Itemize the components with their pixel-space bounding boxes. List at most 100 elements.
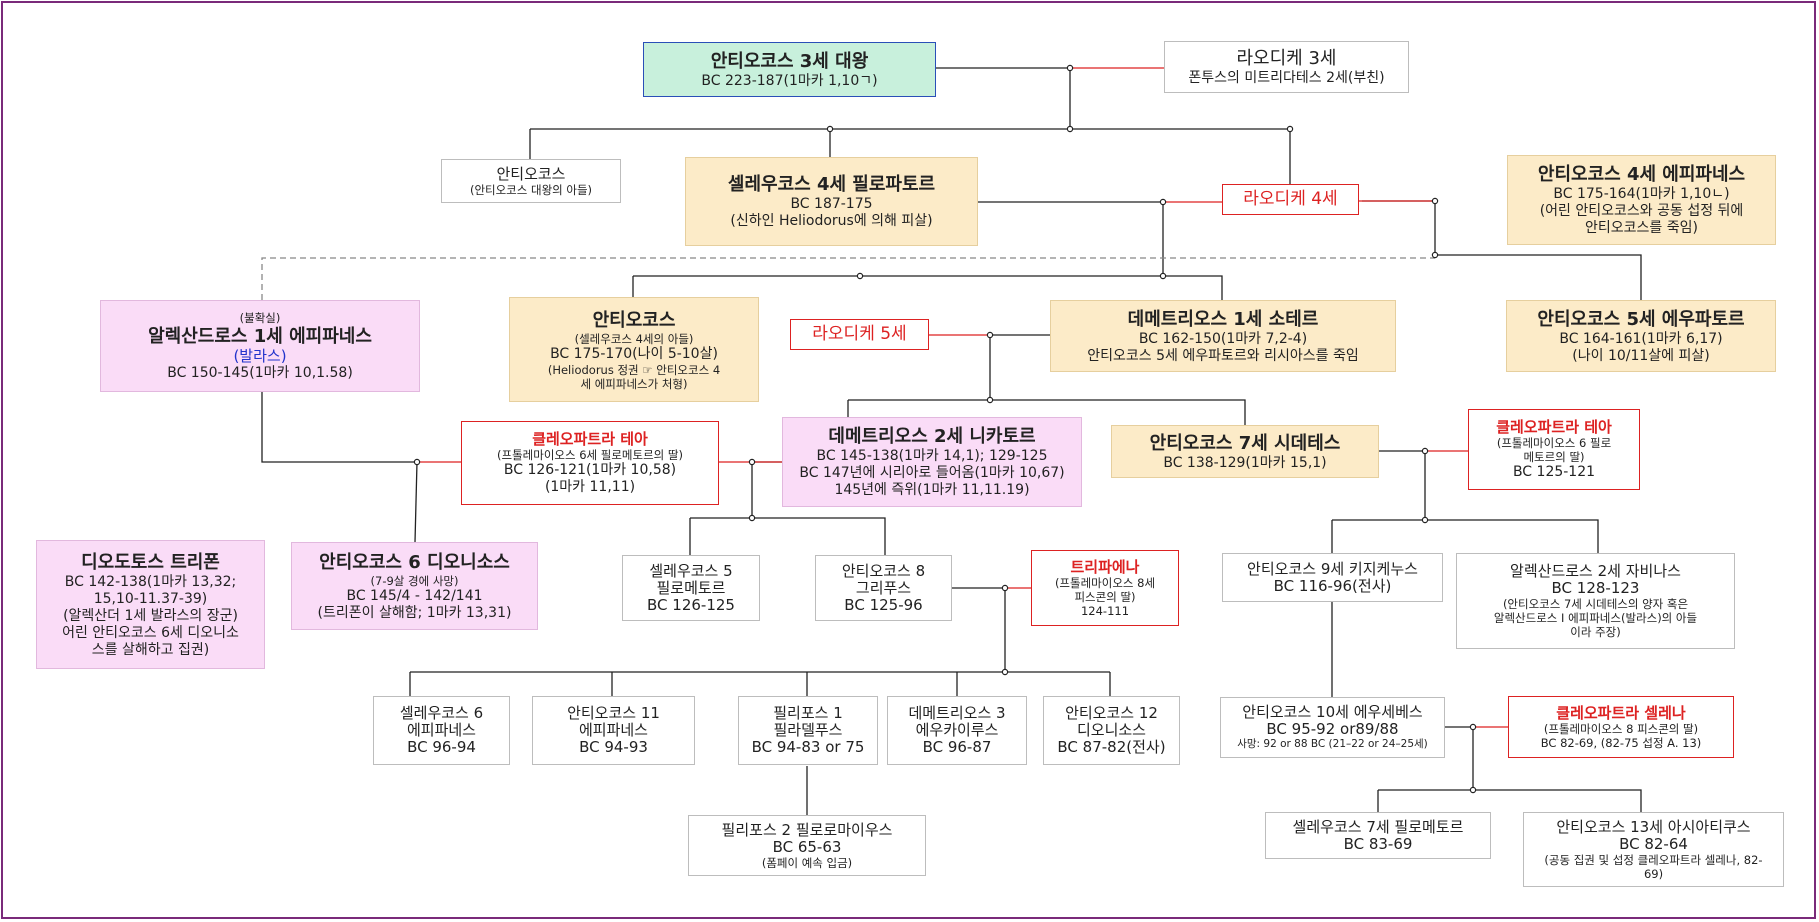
- node-diodotus-tryphon: 디오도토스 트리폰 BC 142-138(1마카 13,32; 15,10-11…: [36, 540, 265, 669]
- node-cleopatra-selene: 클레오파트라 셀레나 (프톨레마이오스 8 피스콘의 딸) BC 82-69, …: [1508, 696, 1734, 758]
- node-detail: 폰투스의 미트리다테스 2세(부친): [1188, 69, 1385, 86]
- node-antiochus-3: 안티오코스 3세 대왕 BC 223-187(1마카 1,10ㄱ): [643, 42, 936, 97]
- node-name: 필라델푸스: [773, 721, 843, 739]
- node-detail: BC 126-121(1마카 10,58): [503, 461, 677, 478]
- node-cleopatra-thea-1: 클레오파트라 테아 (프톨레마이오스 6세 필로메토르의 딸) BC 126-1…: [461, 421, 719, 505]
- node-detail: (프톨레마이오스 6 필로: [1496, 435, 1612, 450]
- node-laodice-3: 라오디케 3세 폰투스의 미트리다테스 2세(부친): [1164, 41, 1409, 93]
- node-detail: (7-9살 경에 사망): [370, 573, 459, 588]
- node-antiochus-7: 안티오코스 7세 시데테스 BC 138-129(1마카 15,1): [1111, 425, 1379, 478]
- node-name: 라오디케 3세: [1236, 47, 1337, 69]
- node-alexander-2: 알렉산드로스 2세 자비나스 BC 128-123 (안티오코스 7세 시데테스…: [1456, 553, 1735, 649]
- node-name: 안티오코스 10세 에우세베스: [1242, 703, 1423, 721]
- node-detail: 피스콘의 딸): [1074, 589, 1136, 604]
- node-detail: BC 65-63: [772, 837, 842, 856]
- node-detail: (어린 안티오코스와 공동 섭정 뒤에: [1539, 203, 1744, 219]
- node-detail: 145년에 즉위(1마카 11,11.19): [834, 482, 1030, 498]
- node-name: 데메트리오스 1세 소테르: [1127, 308, 1319, 330]
- node-antiochus-10: 안티오코스 10세 에우세베스 BC 95-92 or89/88 사망: 92 …: [1220, 697, 1445, 758]
- node-detail: (안티오코스 7세 시데테스의 양자 혹은: [1502, 597, 1689, 611]
- node-name: 안티오코스: [496, 164, 566, 183]
- node-detail: 69): [1643, 866, 1664, 881]
- node-detail: 124-111: [1080, 603, 1130, 618]
- node-antiochus-4: 안티오코스 4세 에피파네스 BC 175-164(1마카 1,10ㄴ) (어린…: [1507, 155, 1776, 245]
- node-detail: BC 175-170(나이 5-10살): [550, 345, 718, 362]
- node-name: 알렉산드로스 1세 에피파네스: [148, 325, 372, 347]
- node-detail: BC 116-96(전사): [1273, 576, 1392, 595]
- node-note: (불확실): [239, 310, 281, 325]
- node-name: 데메트리오스 2세 니카토르: [828, 426, 1036, 447]
- node-name: 안티오코스: [592, 309, 676, 331]
- node-laodice-5: 라오디케 5세: [790, 319, 929, 350]
- node-detail: BC 142-138(1마카 13,32;: [64, 573, 237, 590]
- node-detail: BC 175-164(1마카 1,10ㄴ): [1553, 186, 1730, 202]
- node-name: 안티오코스 3세 대왕: [710, 50, 869, 72]
- node-detail: BC 126-125: [647, 595, 735, 614]
- node-detail: BC 187-175: [790, 196, 873, 212]
- node-name: 안티오코스 13세 아시아티쿠스: [1556, 817, 1751, 836]
- node-detail: BC 125-121: [1512, 463, 1596, 480]
- node-name: 셀레우코스 7세 필로메토르: [1292, 817, 1464, 836]
- node-detail: 스를 살해하고 집권): [91, 641, 210, 658]
- node-detail: (프톨레마이오스 8세: [1054, 575, 1156, 590]
- node-detail: (셀레우코스 4세의 아들): [574, 331, 694, 346]
- node-detail: BC 125-96: [844, 595, 923, 614]
- node-detail: 안티오코스를 죽임): [1585, 220, 1698, 236]
- node-tryphaena: 트리파에나 (프톨레마이오스 8세 피스콘의 딸) 124-111: [1031, 550, 1179, 626]
- node-seleucus-7: 셀레우코스 7세 필로메토르 BC 83-69: [1265, 812, 1491, 859]
- node-detail: (1마카 11,11): [544, 478, 636, 495]
- node-detail: 안티오코스 5세 에우파토르와 리시아스를 죽임: [1087, 347, 1359, 364]
- node-detail: (폼페이 예속 입금): [761, 855, 853, 870]
- node-alias: (발라스): [233, 346, 287, 365]
- node-alexander-1: (불확실) 알렉산드로스 1세 에피파네스 (발라스) BC 150-145(1…: [100, 300, 420, 392]
- node-name: 필리포스 2 필로로마이우스: [721, 820, 893, 839]
- node-antiochus-son-of-antiochus-3: 안티오코스 (안티오코스 대왕의 아들): [441, 159, 621, 203]
- node-name: 디오도토스 트리폰: [81, 551, 220, 573]
- node-detail: BC 94-83 or 75: [751, 738, 865, 756]
- node-detail: 세 에피파네스가 처형): [580, 376, 688, 391]
- node-detail: 15,10-11.37-39): [93, 590, 208, 607]
- node-name: 셀레우코스 4세 필로파토르: [727, 174, 936, 195]
- node-name: 에우카이루스: [915, 721, 999, 739]
- node-antiochus-9: 안티오코스 9세 키지케누스 BC 116-96(전사): [1222, 553, 1443, 602]
- node-detail: BC 164-161(1마카 6,17): [1559, 330, 1723, 347]
- node-antiochus-8: 안티오코스 8 그리푸스 BC 125-96: [815, 555, 952, 621]
- node-name: 라오디케 5세: [812, 324, 907, 344]
- node-demetrius-1: 데메트리오스 1세 소테르 BC 162-150(1마카 7,2-4) 안티오코…: [1050, 300, 1396, 372]
- node-name: 안티오코스 12: [1065, 704, 1158, 722]
- node-detail: BC 223-187(1마카 1,10ㄱ): [701, 72, 878, 89]
- node-philip-2: 필리포스 2 필로로마이우스 BC 65-63 (폼페이 예속 입금): [688, 815, 926, 876]
- node-name: 안티오코스 5세 에우파토르: [1537, 308, 1745, 330]
- node-name: 데메트리오스 3: [908, 704, 1006, 722]
- node-detail: 알렉산드로스 I 에피파네스(발라스)의 아들: [1493, 611, 1698, 625]
- node-name: 안티오코스 7세 시데테스: [1149, 432, 1341, 454]
- node-name: 안티오코스 9세 키지케누스: [1247, 559, 1418, 578]
- node-name: 클레오파트라 테아: [1496, 417, 1612, 436]
- node-name: 알렉산드로스 2세 자비나스: [1510, 562, 1681, 580]
- node-name: 그리푸스: [855, 578, 912, 597]
- node-name: 안티오코스 4세 에피파네스: [1537, 164, 1746, 185]
- node-detail: BC 96-94: [407, 738, 476, 756]
- node-detail: BC 94-93: [579, 738, 648, 756]
- node-antiochus-12: 안티오코스 12 디오니소스 BC 87-82(전사): [1043, 696, 1180, 765]
- node-detail: (프톨레마이오스 8 피스콘의 딸): [1543, 721, 1699, 736]
- node-detail: 사망: 92 or 88 BC (21–22 or 24–25세): [1237, 738, 1428, 750]
- node-antiochus-11: 안티오코스 11 에피파네스 BC 94-93: [532, 696, 695, 765]
- node-name: 에피파네스: [578, 721, 648, 739]
- node-detail: (프톨레마이오스 6세 필로메토르의 딸): [497, 447, 683, 462]
- node-name: 에피파네스: [406, 721, 476, 739]
- node-detail: BC 145/4 - 142/141: [346, 587, 483, 604]
- node-detail: BC 128-123: [1551, 579, 1640, 597]
- node-detail: (트리폰이 살해함; 1마카 13,31): [317, 604, 512, 621]
- node-name: 안티오코스 11: [567, 704, 660, 722]
- node-detail: 어린 안티오코스 6세 디오니소: [62, 624, 239, 641]
- node-name: 클레오파트라 셀레나: [1556, 703, 1686, 722]
- node-detail: BC 145-138(1마카 14,1); 129-125: [816, 448, 1048, 464]
- node-detail: BC 83-69: [1343, 834, 1413, 853]
- node-detail: BC 87-82(전사): [1057, 738, 1166, 756]
- node-detail: BC 147년에 시리아로 들어옴(1마카 10,67): [799, 465, 1065, 481]
- node-seleucus-6: 셀레우코스 6 에피파네스 BC 96-94: [373, 696, 510, 765]
- node-detail: (신하인 Heliodorus에 의해 피살): [730, 213, 933, 229]
- node-detail: BC 138-129(1마카 15,1): [1163, 454, 1327, 471]
